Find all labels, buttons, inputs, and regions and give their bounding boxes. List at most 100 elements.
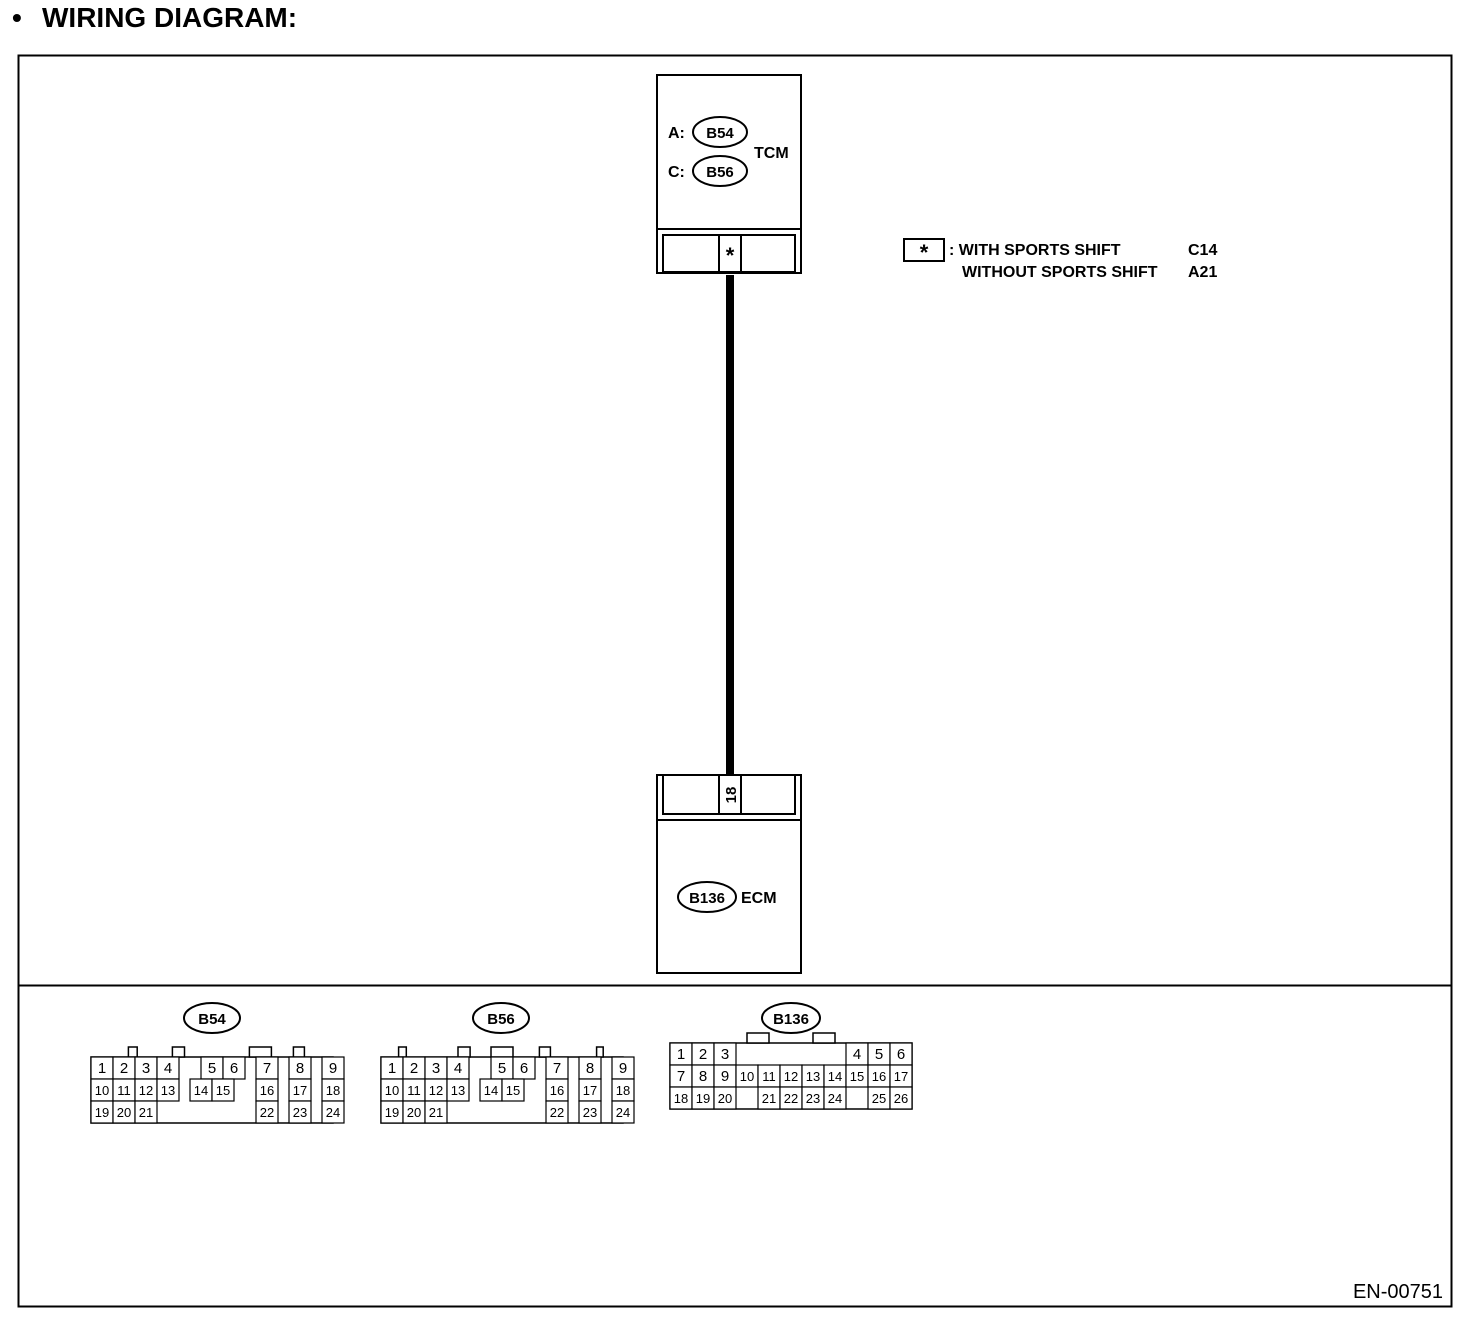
connector-key [490, 1046, 514, 1058]
connector-pin-number: 11 [117, 1083, 131, 1098]
heading-text: WIRING DIAGRAM: [42, 2, 298, 33]
tcm-connector-a-oval [692, 116, 748, 148]
connector-pin-number: 3 [721, 1046, 729, 1063]
legend-symbol-box [903, 238, 945, 262]
connector-pin-number: 12 [139, 1083, 153, 1098]
connector-view-b54-code: B54 [198, 1011, 226, 1028]
connector-pin-number: 10 [385, 1083, 399, 1098]
connector-pin-cell [611, 1100, 635, 1124]
connector-pin-cell [578, 1100, 602, 1124]
connector-pin-number: 2 [410, 1060, 418, 1077]
connector-key [595, 1046, 604, 1058]
connector-view-b136-oval [761, 1002, 821, 1034]
connector-pin-number: 12 [429, 1083, 443, 1098]
connector-pin-number: 21 [762, 1091, 776, 1106]
connector-pin-number: 11 [762, 1069, 776, 1084]
connector-pin-number: 18 [326, 1083, 340, 1098]
legend-row-2-value: A21 [1188, 264, 1217, 281]
connector-pin-number: 19 [696, 1091, 710, 1106]
connector-pin-number: 4 [164, 1060, 172, 1077]
tcm-unit: * A: B54 C: B56 TCM [656, 74, 802, 274]
connector-pin-number: 17 [894, 1069, 908, 1084]
heading-bullet: • [12, 2, 22, 33]
connector-pin-number: 24 [616, 1105, 630, 1120]
connector-pin-number: 14 [828, 1069, 842, 1084]
connector-pin-number: 5 [208, 1060, 216, 1077]
connector-pin-number: 4 [454, 1060, 462, 1077]
connector-pin-cell [255, 1100, 279, 1124]
connector-pin-number: 7 [263, 1060, 271, 1077]
connector-pin-number: 7 [553, 1060, 561, 1077]
ecm-name: ECM [741, 890, 777, 907]
tcm-pin-cell [718, 234, 742, 273]
ecm-connector-oval [677, 881, 737, 913]
connector-pin-number: 9 [329, 1060, 337, 1077]
connector-pin-number: 22 [784, 1091, 798, 1106]
connector-pin-number: 21 [429, 1105, 443, 1120]
connector-pin-number: 5 [875, 1046, 883, 1063]
connector-key [746, 1032, 770, 1044]
connector-key [127, 1046, 138, 1058]
connector-pin-number: 17 [293, 1083, 307, 1098]
connector-pin-cell [211, 1078, 235, 1102]
connector-pin-number: 1 [677, 1046, 685, 1063]
connector-key [812, 1032, 836, 1044]
legend-row-1-label: : WITH SPORTS SHIFT [949, 242, 1121, 259]
ecm-pin-label: 18 [723, 787, 740, 804]
connector-key [292, 1046, 306, 1058]
connector-pin-number: 10 [95, 1083, 109, 1098]
connector-pin-cell [424, 1100, 448, 1124]
connector-pin-number: 26 [894, 1091, 908, 1106]
connector-pin-cell [823, 1086, 847, 1110]
connector-pin-number: 19 [385, 1105, 399, 1120]
connector-pin-number: 3 [142, 1060, 150, 1077]
connector-key [397, 1046, 408, 1058]
connector-pin-number: 10 [740, 1069, 754, 1084]
connector-pin-cell [156, 1078, 180, 1102]
legend-row-2-label: WITHOUT SPORTS SHIFT [962, 264, 1158, 281]
connector-pin-number: 14 [194, 1083, 208, 1098]
connector-pin-number: 11 [407, 1083, 421, 1098]
legend: * : WITH SPORTS SHIFT C14 WITHOUT SPORTS… [903, 238, 1217, 281]
tcm-connector-c-oval [692, 155, 748, 187]
connector-pin-number: 20 [718, 1091, 732, 1106]
connector-pin-number: 13 [451, 1083, 465, 1098]
connector-view-b56-code: B56 [487, 1011, 515, 1028]
connector-pin-number: 3 [432, 1060, 440, 1077]
connector-pin-number: 20 [117, 1105, 131, 1120]
legend-row-1-value: C14 [1188, 242, 1217, 259]
connector-pin-number: 21 [139, 1105, 153, 1120]
connector-pin-number: 4 [853, 1046, 861, 1063]
connector-pin-number: 16 [872, 1069, 886, 1084]
connector-pin-number: 6 [897, 1046, 905, 1063]
connector-pin-number: 15 [216, 1083, 230, 1098]
connector-pin-number: 18 [616, 1083, 630, 1098]
tcm-connector-c-prefix: C: [668, 164, 685, 181]
connector-pin-number: 22 [260, 1105, 274, 1120]
tcm-connector-c-code: B56 [706, 164, 734, 181]
connector-pin-number: 9 [619, 1060, 627, 1077]
connector-pin-number: 20 [407, 1105, 421, 1120]
connector-pin-cell [288, 1100, 312, 1124]
connector-pin-number: 9 [721, 1068, 729, 1085]
connector-pin-number: 1 [388, 1060, 396, 1077]
connector-pin-number: 2 [120, 1060, 128, 1077]
connector-pin-number: 14 [484, 1083, 498, 1098]
connector-pin-number: 16 [550, 1083, 564, 1098]
connector-pin-number: 15 [850, 1069, 864, 1084]
connector-pin-number: 13 [806, 1069, 820, 1084]
ecm-connector-code: B136 [689, 890, 725, 907]
connector-pin-cell [134, 1100, 158, 1124]
figure-id: EN-00751 [1353, 1281, 1443, 1303]
legend-symbol: * [920, 240, 929, 265]
connector-key [171, 1046, 186, 1058]
connector-pin-number: 13 [161, 1083, 175, 1098]
connector-pin-number: 12 [784, 1069, 798, 1084]
connector-pin-number: 8 [586, 1060, 594, 1077]
connector-pin-number: 16 [260, 1083, 274, 1098]
connector-pin-number: 2 [699, 1046, 707, 1063]
connector-pin-cell [545, 1100, 569, 1124]
